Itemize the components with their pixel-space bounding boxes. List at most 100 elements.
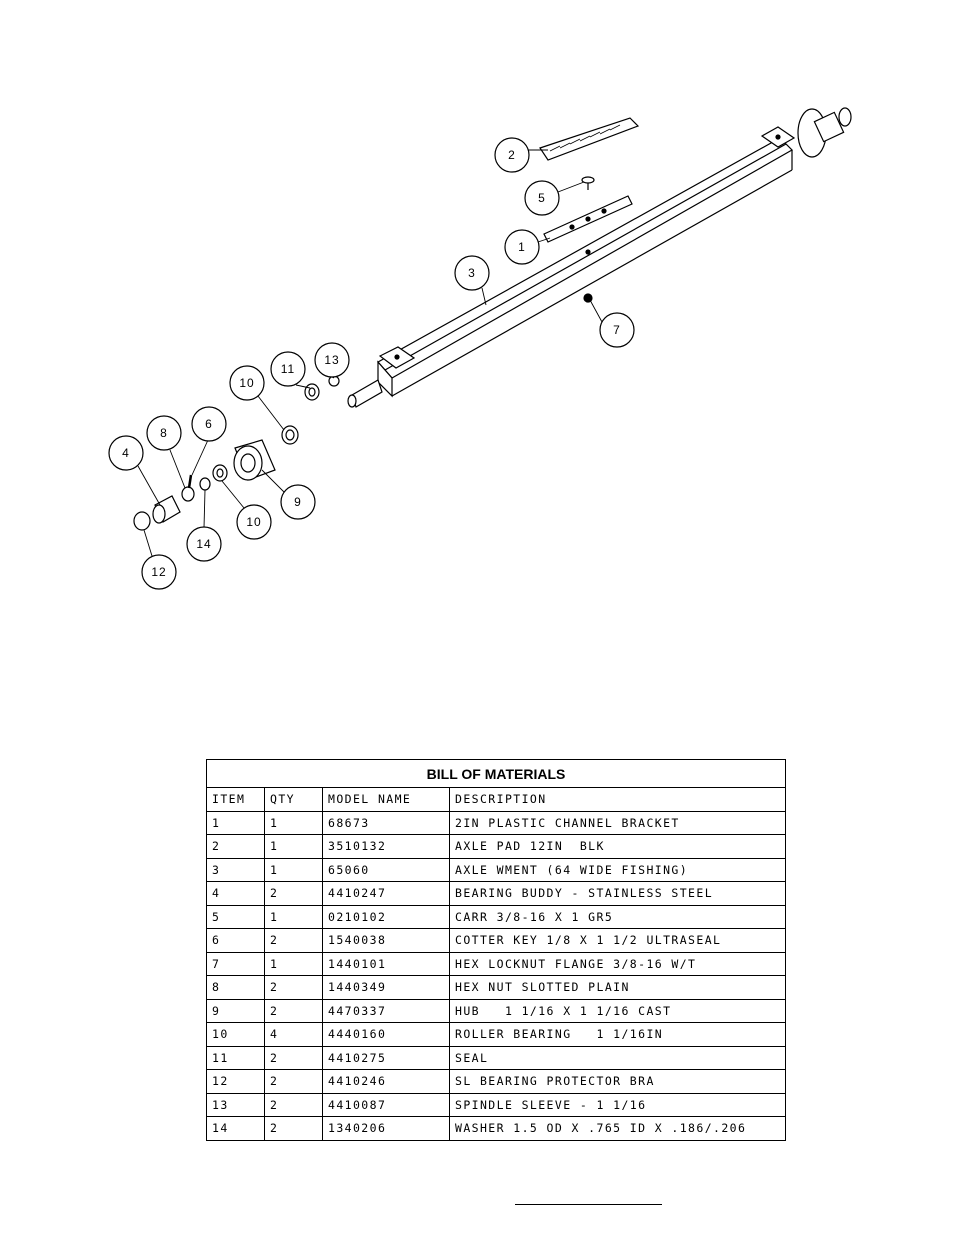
cell-item: 13 — [206, 1092, 265, 1117]
cell-qty: 1 — [264, 951, 323, 976]
balloon-item: 4 — [108, 435, 144, 471]
cell-qty: 1 — [264, 834, 323, 859]
balloon-label: 4 — [122, 446, 130, 460]
cell-model-name: 4410246 — [322, 1069, 450, 1094]
cell-qty: 2 — [264, 1116, 323, 1141]
header-qty: QTY — [264, 787, 323, 812]
cell-description: SEAL — [449, 1045, 786, 1070]
cell-model-name: 4470337 — [322, 998, 450, 1023]
cell-item: 14 — [206, 1116, 265, 1141]
balloon-item: 10 — [236, 504, 272, 540]
cell-item: 4 — [206, 881, 265, 906]
balloon-label: 10 — [239, 376, 254, 390]
cell-item: 6 — [206, 928, 265, 953]
balloon-item: 6 — [191, 406, 227, 442]
balloon-circle — [504, 229, 540, 265]
balloon-item: 3 — [454, 255, 490, 291]
balloon-item: 14 — [186, 526, 222, 562]
cell-model-name: 0210102 — [322, 904, 450, 929]
balloon-item: 12 — [141, 554, 177, 590]
balloon-circle — [236, 504, 272, 540]
cell-qty: 1 — [264, 810, 323, 835]
axle-tube — [347, 107, 852, 408]
cell-description: SPINDLE SLEEVE - 1 1/16 — [449, 1092, 786, 1117]
balloon-label: 3 — [468, 266, 476, 280]
cell-item: 11 — [206, 1045, 265, 1070]
cell-description: WASHER 1.5 OD X .765 ID X .186/.206 — [449, 1116, 786, 1141]
balloon-label: 13 — [324, 353, 339, 367]
cell-qty: 1 — [264, 857, 323, 882]
cell-qty: 2 — [264, 881, 323, 906]
cell-qty: 1 — [264, 904, 323, 929]
carriage-bolt — [581, 176, 595, 190]
bom-header-row: ITEM QTY MODEL NAME DESCRIPTION — [206, 787, 786, 812]
cell-model-name: 1540038 — [322, 928, 450, 953]
cell-qty: 2 — [264, 928, 323, 953]
balloon-label: 9 — [294, 495, 302, 509]
balloon-circle — [524, 180, 560, 216]
cell-description: COTTER KEY 1/8 X 1 1/2 ULTRASEAL — [449, 928, 786, 953]
cell-description: 2IN PLASTIC CHANNEL BRACKET — [449, 810, 786, 835]
balloon-label: 5 — [538, 191, 546, 205]
cell-qty: 2 — [264, 1045, 323, 1070]
cell-description: HUB 1 1/16 X 1 1/16 CAST — [449, 998, 786, 1023]
balloon-circle — [146, 415, 182, 451]
balloon-item: 9 — [280, 484, 316, 520]
header-description: DESCRIPTION — [449, 787, 786, 812]
balloon-circle — [314, 342, 350, 378]
balloon-label: 14 — [196, 537, 211, 551]
balloon-label: 12 — [151, 565, 166, 579]
balloon-item: 10 — [229, 365, 265, 401]
axle-pad — [539, 117, 640, 161]
balloon-circle — [280, 484, 316, 520]
cell-item: 3 — [206, 857, 265, 882]
cell-model-name: 4410087 — [322, 1092, 450, 1117]
cell-description: SL BEARING PROTECTOR BRA — [449, 1069, 786, 1094]
balloon-circle — [229, 365, 265, 401]
balloon-label: 7 — [613, 323, 621, 337]
cell-model-name: 4410247 — [322, 881, 450, 906]
balloon-circle — [494, 137, 530, 173]
cell-description: AXLE PAD 12IN BLK — [449, 834, 786, 859]
balloon-circle — [186, 526, 222, 562]
cell-description: BEARING BUDDY - STAINLESS STEEL — [449, 881, 786, 906]
bill-of-materials-table: BILL OF MATERIALS ITEM QTY MODEL NAME DE… — [206, 759, 786, 1141]
balloon-circle — [599, 312, 635, 348]
cell-description: ROLLER BEARING 1 1/16IN — [449, 1022, 786, 1047]
cell-description: HEX LOCKNUT FLANGE 3/8-16 W/T — [449, 951, 786, 976]
hub-parts — [133, 375, 340, 531]
leader-lines — [137, 149, 603, 557]
cell-model-name: 1440349 — [322, 975, 450, 1000]
balloon-circle — [454, 255, 490, 291]
cell-item: 9 — [206, 998, 265, 1023]
balloon-label: 8 — [160, 426, 168, 440]
balloon-label: 11 — [281, 362, 295, 376]
balloon-item: 1 — [504, 229, 540, 265]
balloon-circle — [108, 435, 144, 471]
balloon-item: 5 — [524, 180, 560, 216]
cell-description: AXLE WMENT (64 WIDE FISHING) — [449, 857, 786, 882]
header-model-name: MODEL NAME — [322, 787, 450, 812]
cell-model-name: 4440160 — [322, 1022, 450, 1047]
balloon-label: 2 — [508, 148, 516, 162]
cell-qty: 2 — [264, 998, 323, 1023]
cell-item: 5 — [206, 904, 265, 929]
balloon-item: 13 — [314, 342, 350, 378]
cell-description: HEX NUT SLOTTED PLAIN — [449, 975, 786, 1000]
cell-model-name: 1440101 — [322, 951, 450, 976]
cell-item: 10 — [206, 1022, 265, 1047]
bom-title: BILL OF MATERIALS — [206, 759, 786, 788]
